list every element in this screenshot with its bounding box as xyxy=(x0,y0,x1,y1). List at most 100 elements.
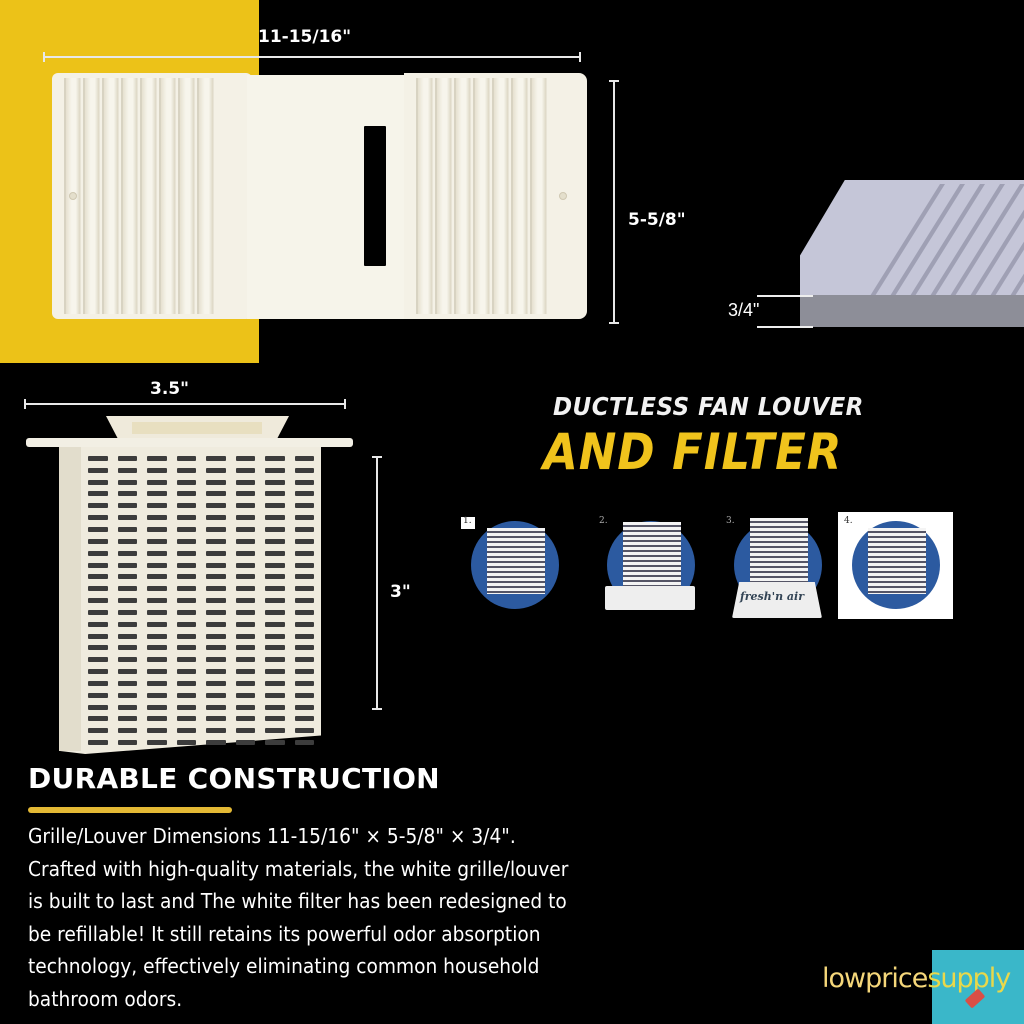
filter-slot xyxy=(206,609,226,615)
filter-slot xyxy=(235,491,255,497)
filter-slot xyxy=(294,479,314,485)
filter-slot xyxy=(147,716,167,722)
filter-slot xyxy=(176,728,196,734)
louver-width-dimension-line xyxy=(43,52,581,62)
body-line: bathroom odors. xyxy=(28,986,183,1011)
filter-slot xyxy=(117,491,137,497)
filter-slot xyxy=(88,716,108,722)
filter-slot xyxy=(206,538,226,544)
filter-slot xyxy=(88,645,108,651)
filter-slot xyxy=(147,680,167,686)
filter-slot xyxy=(117,467,137,473)
filter-slot xyxy=(265,574,285,580)
body-line: technology, effectively eliminating comm… xyxy=(28,954,540,978)
step-4-image: 4. xyxy=(838,512,953,620)
louver-height-dimension-line xyxy=(609,80,619,324)
filter-slot xyxy=(235,740,255,746)
filter-slot xyxy=(88,538,108,544)
filter-slot xyxy=(294,680,314,686)
section-heading: DURABLE CONSTRUCTION xyxy=(28,762,440,795)
filter-slot xyxy=(265,657,285,663)
body-line: Crafted with high-quality materials, the… xyxy=(28,856,569,881)
filter-slot xyxy=(294,526,314,532)
filter-slot xyxy=(117,526,137,532)
filter-slot xyxy=(147,740,167,746)
filter-slot xyxy=(235,633,255,639)
louver-slot xyxy=(364,126,386,266)
body-line: Grille/Louver Dimensions 11-15/16" × 5-5… xyxy=(28,824,516,848)
filter-slot xyxy=(206,704,226,710)
filter-slot xyxy=(294,550,314,556)
filter-slot xyxy=(176,491,196,497)
filter-slot xyxy=(265,479,285,485)
filter-slot xyxy=(88,669,108,675)
filter-slot xyxy=(235,645,255,651)
screw-hole xyxy=(559,192,567,200)
filter-slot xyxy=(176,515,196,521)
step-number: 2. xyxy=(599,516,608,526)
filter-image xyxy=(26,416,354,756)
filter-slot xyxy=(176,740,196,746)
filter-slot xyxy=(88,550,108,556)
filter-slot xyxy=(176,692,196,698)
depth-line-bottom xyxy=(757,326,813,328)
filter-slot xyxy=(117,692,137,698)
filter-slot xyxy=(206,586,226,592)
filter-slot xyxy=(265,716,285,722)
filter-slot xyxy=(176,586,196,592)
filter-slot xyxy=(117,728,137,734)
filter-slot xyxy=(265,633,285,639)
filter-slot xyxy=(235,479,255,485)
filter-slot xyxy=(147,503,167,509)
filter-slot xyxy=(117,562,137,568)
filter-slot xyxy=(265,609,285,615)
filter-slot xyxy=(235,562,255,568)
filter-slot xyxy=(206,598,226,604)
filter-slot xyxy=(206,680,226,686)
step-1-image: 1. xyxy=(457,512,572,620)
filter-slot xyxy=(265,526,285,532)
filter-slot xyxy=(117,538,137,544)
filter-slot xyxy=(206,692,226,698)
filter-slot xyxy=(294,598,314,604)
filter-slot xyxy=(206,645,226,651)
filter-slot xyxy=(176,704,196,710)
filter-slot xyxy=(235,526,255,532)
filter-slot xyxy=(88,728,108,734)
filter-slot xyxy=(265,491,285,497)
filter-slot xyxy=(117,598,137,604)
filter-slot xyxy=(265,645,285,651)
filter-slot xyxy=(294,456,314,461)
filter-slot xyxy=(206,621,226,627)
filter-slot xyxy=(88,657,108,663)
filter-slot xyxy=(206,740,226,746)
filter-slot xyxy=(265,515,285,521)
filter-slot xyxy=(88,479,108,485)
filter-slot xyxy=(147,491,167,497)
filter-slot xyxy=(294,621,314,627)
filter-slot xyxy=(88,680,108,686)
filter-slot xyxy=(176,503,196,509)
filter-slot xyxy=(235,609,255,615)
filter-slot xyxy=(88,586,108,592)
filter-slot xyxy=(176,645,196,651)
filter-slot xyxy=(265,538,285,544)
filter-slot xyxy=(147,609,167,615)
filter-slot xyxy=(117,550,137,556)
filter-slot xyxy=(235,550,255,556)
filter-slot xyxy=(265,598,285,604)
filter-slot xyxy=(117,669,137,675)
filter-slot xyxy=(117,574,137,580)
heading-underline xyxy=(28,807,232,813)
filter-slot xyxy=(88,526,108,532)
filter-slot xyxy=(147,657,167,663)
filter-slot xyxy=(206,728,226,734)
filter-slot xyxy=(88,621,108,627)
louver-right-panel xyxy=(404,73,587,319)
filter-slot xyxy=(88,456,108,461)
filter-slot xyxy=(176,574,196,580)
filter-slot xyxy=(265,503,285,509)
brand-logo: lowpricesupply xyxy=(822,963,1011,994)
filter-slot xyxy=(235,669,255,675)
filter-slot xyxy=(117,456,137,461)
